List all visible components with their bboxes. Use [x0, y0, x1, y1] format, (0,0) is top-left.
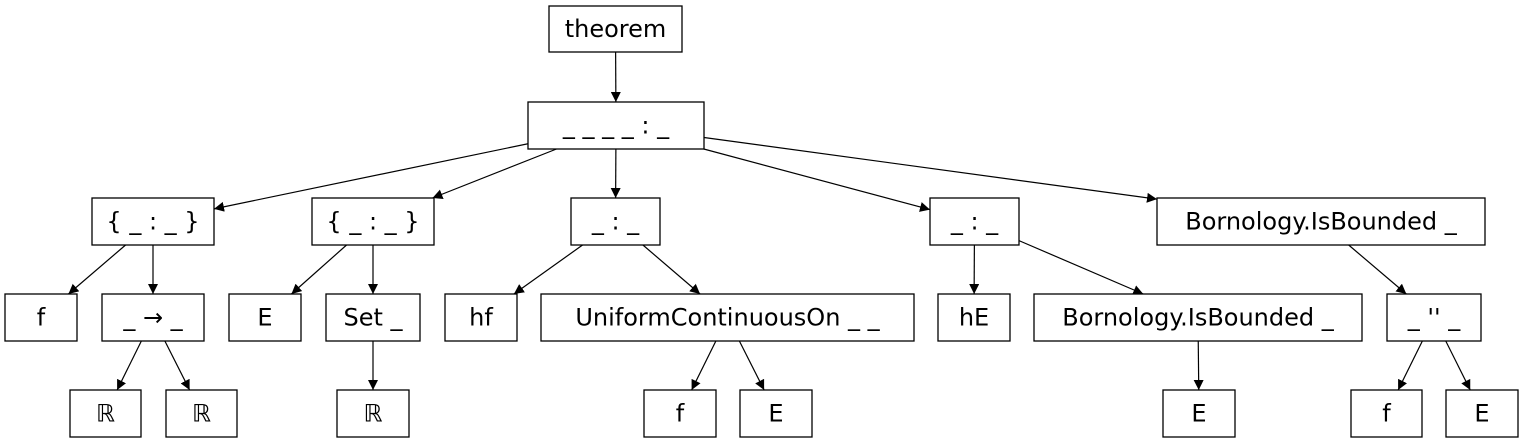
node-box — [1350, 389, 1423, 438]
node-label: _ → _ — [122, 304, 183, 332]
node-box — [91, 197, 215, 246]
node-box — [325, 293, 421, 342]
node-box — [228, 293, 302, 342]
node-box — [1162, 389, 1236, 438]
tree-node-f1: f — [4, 293, 78, 342]
tree-node-hyp2: _ : _ — [929, 197, 1020, 246]
tree-node-E2: E — [739, 389, 813, 438]
edge-binder2-to-E1 — [291, 244, 347, 295]
node-label: ℝ — [363, 400, 382, 428]
tree-node-arrow: _ → _ — [101, 293, 205, 342]
node-box — [101, 293, 205, 342]
node-box — [165, 389, 238, 438]
edges — [68, 51, 1471, 391]
node-box — [1156, 197, 1486, 246]
edge-concl-to-image — [1348, 244, 1407, 295]
node-box — [336, 389, 410, 438]
edge-decl-to-concl — [703, 136, 1158, 203]
node-box — [4, 293, 78, 342]
node-label: ℝ — [96, 400, 115, 428]
tree-node-binder1: { _ : _ } — [91, 197, 215, 246]
tree-node-E3: E — [1162, 389, 1236, 438]
edge-decl-to-hyp2 — [703, 148, 931, 212]
tree-node-R2: ℝ — [165, 389, 238, 438]
tree-node-concl: Bornology.IsBounded _ — [1156, 197, 1486, 246]
tree-node-R3: ℝ — [336, 389, 410, 438]
tree-node-bnd2: Bornology.IsBounded _ — [1033, 293, 1363, 342]
node-box — [570, 197, 661, 246]
node-label: ℝ — [192, 400, 211, 428]
node-label: { _ : _ } — [106, 208, 199, 236]
node-box — [929, 197, 1020, 246]
node-label: E — [768, 400, 783, 428]
edge-bnd2-to-E3 — [1193, 340, 1204, 391]
tree-node-set: Set _ — [325, 293, 421, 342]
node-box — [1386, 293, 1482, 342]
node-label: _ : _ — [591, 208, 640, 236]
tree-node-image: _ '' _ — [1386, 293, 1482, 342]
tree-node-E4: E — [1445, 389, 1519, 438]
tree-node-binder2: { _ : _ } — [311, 197, 435, 246]
edge-hyp2-to-bnd2 — [1018, 240, 1144, 295]
edge-image-to-f3 — [1397, 340, 1423, 391]
edge-uco-to-E2 — [738, 340, 765, 391]
edge-hyp1-to-uco — [642, 244, 701, 295]
node-box — [548, 5, 683, 53]
node-label: f — [676, 400, 685, 428]
node-label: E — [1474, 400, 1489, 428]
edge-arrow-to-R1 — [116, 340, 142, 391]
node-box — [937, 293, 1011, 342]
node-box — [1033, 293, 1363, 342]
tree-node-hyp1: _ : _ — [570, 197, 661, 246]
node-label: { _ : _ } — [326, 208, 419, 236]
node-box — [739, 389, 813, 438]
node-box — [1445, 389, 1519, 438]
tree-node-E1: E — [228, 293, 302, 342]
node-label: hE — [959, 304, 989, 332]
edge-decl-to-binder2 — [432, 148, 557, 199]
node-label: Set _ — [343, 304, 403, 332]
tree-node-uco: UniformContinuousOn _ _ — [540, 293, 915, 342]
tree-node-f2: f — [643, 389, 717, 438]
edge-binder1-to-f1 — [68, 244, 126, 295]
node-label: Bornology.IsBounded _ — [1185, 208, 1458, 236]
tree-node-f3: f — [1350, 389, 1423, 438]
node-box — [540, 293, 915, 342]
nodes: theorem _ _ _ _ : _ { _ : _ } { _ : _ } _ : … — [4, 5, 1519, 438]
tree-node-R1: ℝ — [69, 389, 142, 438]
node-box — [311, 197, 435, 246]
node-label: f — [37, 304, 46, 332]
node-label: _ '' _ — [1407, 304, 1461, 332]
node-box — [444, 293, 518, 342]
node-box — [643, 389, 717, 438]
tree-node-hE: hE — [937, 293, 1011, 342]
node-label: _ _ _ _ : _ — [562, 112, 670, 140]
edge-arrow-to-R2 — [164, 340, 191, 391]
tree-node-root: theorem — [548, 5, 683, 53]
node-box — [69, 389, 142, 438]
node-box — [527, 101, 705, 150]
tree-node-hf: hf — [444, 293, 518, 342]
edge-decl-to-binder1 — [213, 143, 529, 212]
node-label: hf — [469, 304, 493, 332]
node-label: f — [1382, 400, 1391, 428]
node-label: E — [1191, 400, 1206, 428]
edge-uco-to-f2 — [691, 340, 717, 391]
node-label: _ : _ — [950, 208, 999, 236]
tree-node-decl: _ _ _ _ : _ — [527, 101, 705, 150]
node-label: theorem — [565, 15, 667, 43]
node-label: E — [257, 304, 272, 332]
node-label: Bornology.IsBounded _ — [1062, 304, 1335, 332]
edge-hyp1-to-hf — [513, 244, 583, 295]
node-label: UniformContinuousOn _ _ — [575, 304, 880, 332]
edge-image-to-E4 — [1445, 340, 1471, 391]
